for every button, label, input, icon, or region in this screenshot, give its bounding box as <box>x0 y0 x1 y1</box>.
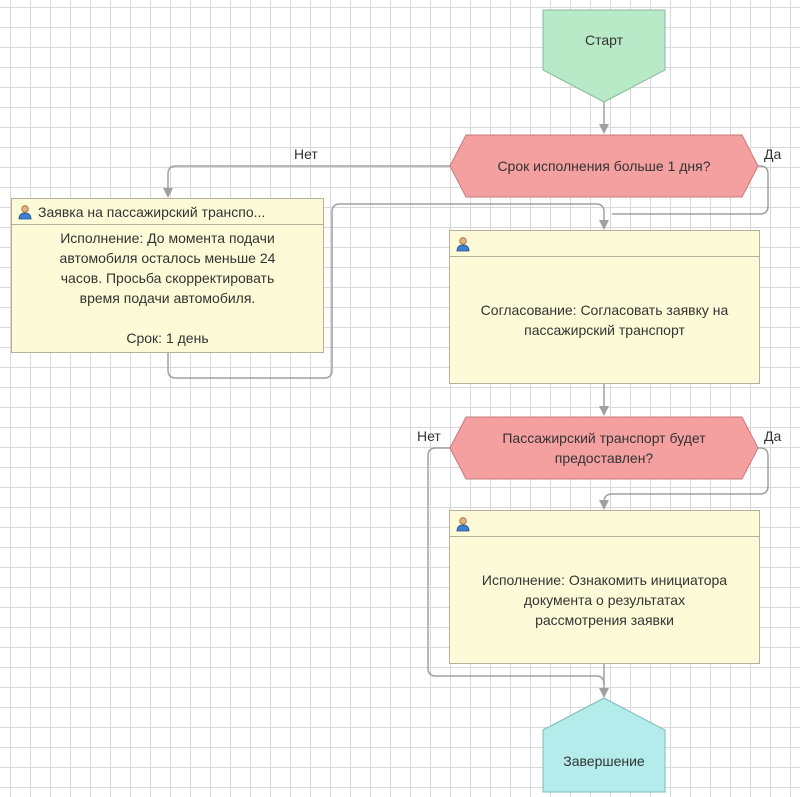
task-header <box>450 231 759 257</box>
branch-label-no: Нет <box>417 428 441 444</box>
user-icon <box>18 204 32 219</box>
task-body: Исполнение: До момента подачи автомобиля… <box>12 225 323 352</box>
connector-cond1-no <box>167 165 450 190</box>
arrow-head <box>599 406 609 416</box>
task-body: Исполнение: Ознакомить инициатора докуме… <box>450 537 759 663</box>
arrow-head <box>163 188 173 198</box>
condition-transport-shape[interactable] <box>449 416 759 480</box>
task-node-transport-request[interactable]: Заявка на пассажирский транспо... Исполн… <box>11 198 324 353</box>
arrow-head <box>599 124 609 134</box>
condition-deadline-shape[interactable] <box>449 134 759 198</box>
condition-transport-label: Пассажирский транспорт будет предоставле… <box>466 417 742 479</box>
task-deadline: Срок: 1 день <box>126 330 209 346</box>
task-node-approval[interactable]: Согласование: Согласовать заявку на пасс… <box>449 230 760 384</box>
task-text-line: документа о результатах <box>523 592 686 608</box>
task-text-line: Исполнение: Ознакомить инициатора <box>481 572 728 588</box>
condition-text-line: Пассажирский транспорт будет <box>502 430 706 446</box>
task-text-line: время подачи автомобиля. <box>79 290 256 306</box>
task-text-line: автомобиля осталось меньше 24 <box>59 250 276 266</box>
arrow-head <box>599 688 609 698</box>
task-title: Заявка на пассажирский транспо... <box>38 203 266 220</box>
task-text-line: Согласование: Согласовать заявку на <box>480 302 729 318</box>
start-node-label: Старт <box>584 32 624 48</box>
arrow-head <box>599 500 609 510</box>
task-node-notify-initiator[interactable]: Исполнение: Ознакомить инициатора докуме… <box>449 510 760 664</box>
start-node-shape[interactable] <box>542 9 666 103</box>
condition-deadline-label: Срок исполнения больше 1 дня? <box>497 158 711 174</box>
connector-cond2-yes <box>603 447 769 503</box>
condition-text-line: предоставлен? <box>554 450 654 466</box>
task-text-line: часов. Просьба скорректировать <box>60 270 275 286</box>
branch-label-yes: Да <box>764 428 782 444</box>
task-text-line: Исполнение: До момента подачи <box>60 230 275 246</box>
task-body: Согласование: Согласовать заявку на пасс… <box>450 257 759 383</box>
end-node-shape[interactable] <box>542 697 666 793</box>
branch-label-no: Нет <box>294 146 318 162</box>
end-node-label: Завершение <box>563 753 645 769</box>
task-text-line: рассмотрения заявки <box>535 612 674 628</box>
task-text-line: пассажирский транспорт <box>524 322 685 338</box>
user-icon <box>456 236 470 251</box>
connector-left-task-return <box>167 203 605 379</box>
branch-label-yes: Да <box>764 146 782 162</box>
task-header <box>450 511 759 537</box>
task-header: Заявка на пассажирский транспо... <box>12 199 323 225</box>
user-icon <box>456 516 470 531</box>
arrow-head <box>599 220 609 230</box>
connector-cond2-no <box>427 447 605 685</box>
connector-cond1-yes <box>612 165 769 215</box>
